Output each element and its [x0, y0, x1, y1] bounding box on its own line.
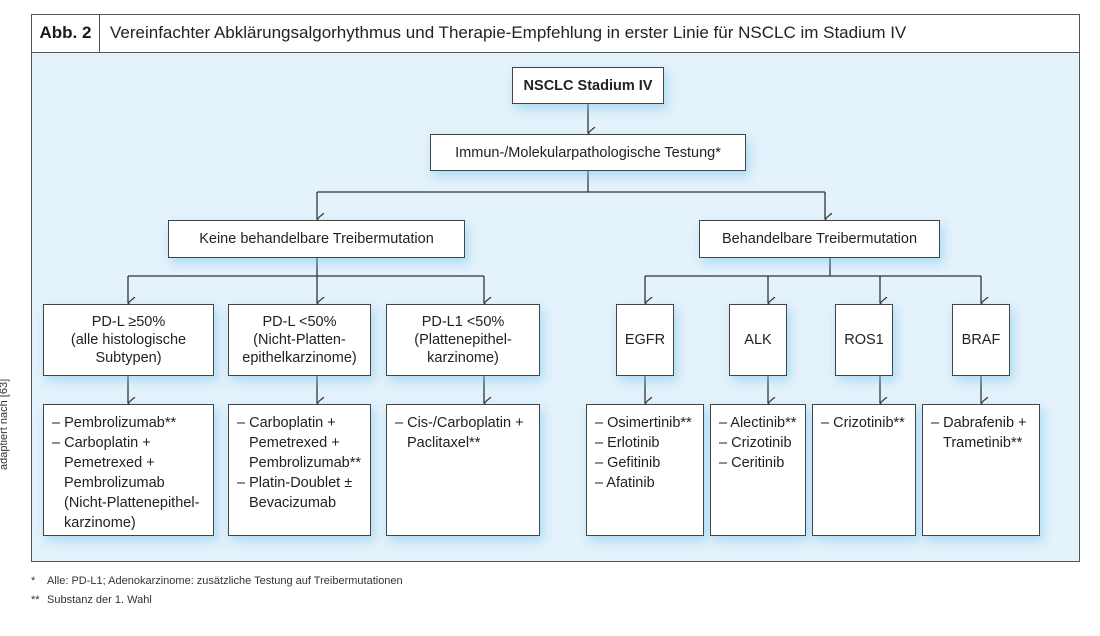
- mutation-braf-label: BRAF: [961, 332, 1001, 348]
- footnote-2-marker: **: [31, 594, 40, 606]
- therapy-item: – Erlotinib: [595, 435, 660, 451]
- mutation-egfr-label: EGFR: [624, 332, 666, 348]
- node-testing-label: Immun-/Molekularpathologische Testung*: [455, 144, 721, 161]
- source-note: adaptiert nach [63]: [0, 378, 10, 470]
- mutation-braf: BRAF: [952, 304, 1010, 376]
- pdl1-group-1-line: (alle histologische: [70, 332, 187, 348]
- node-driver: Behandelbare Treibermutation: [699, 220, 940, 258]
- pdl1-group-3-line: PD-L1 <50%: [421, 314, 505, 330]
- pdl1-group-3-line: karzinome): [427, 350, 499, 366]
- figure-label: Abb. 2: [32, 15, 100, 52]
- therapy-item: – Gefitinib: [595, 455, 661, 471]
- mutation-ros1-label: ROS1: [844, 332, 884, 348]
- node-root-label: NSCLC Stadium IV: [523, 77, 653, 94]
- therapy-item: – Alectinib**: [719, 415, 797, 431]
- mutation-alk: ALK: [729, 304, 787, 376]
- footnote-2: ** Substanz der 1. Wahl: [31, 594, 152, 606]
- pdl1-group-2-line: PD-L <50%: [262, 314, 337, 330]
- footnote-1-marker: *: [31, 575, 36, 587]
- figure-title: Vereinfachter Abklärungsalgorhythmus und…: [110, 23, 907, 42]
- footnote-1-text: Alle: PD-L1; Adenokarzinome: zusätzliche…: [47, 575, 403, 587]
- therapy-pdl1-3: – Cis-/Carboplatin + Paclitaxel**: [386, 404, 540, 536]
- figure-header: Abb. 2 Vereinfachter Abklärungsalgorhyth…: [32, 15, 1079, 53]
- therapy-ros1: – Crizotinib**: [812, 404, 916, 536]
- pdl1-group-1-line: Subtypen): [95, 350, 162, 366]
- mutation-egfr: EGFR: [616, 304, 674, 376]
- pdl1-group-1-line: PD-L ≥50%: [91, 314, 166, 330]
- therapy-alk: – Alectinib** – Crizotinib – Ceritinib: [710, 404, 806, 536]
- node-no-driver: Keine behandelbare Treibermutation: [168, 220, 465, 258]
- node-root: NSCLC Stadium IV: [512, 67, 664, 104]
- therapy-item: – Platin-Doublet ± Bevacizumab: [237, 475, 353, 511]
- therapy-item: – Ceritinib: [719, 455, 785, 471]
- therapy-egfr: – Osimertinib** – Erlotinib – Gefitinib …: [586, 404, 704, 536]
- node-testing: Immun-/Molekularpathologische Testung*: [430, 134, 746, 171]
- therapy-item: – Pembrolizumab**: [52, 415, 177, 431]
- therapy-pdl1-2: – Carboplatin + Pemetrexed + Pembrolizum…: [228, 404, 371, 536]
- node-driver-label: Behandelbare Treibermutation: [721, 231, 918, 247]
- therapy-braf: – Dabrafenib + Trametinib**: [922, 404, 1040, 536]
- pdl1-group-1: PD-L ≥50% (alle histologische Subtypen): [43, 304, 214, 376]
- mutation-alk-label: ALK: [744, 332, 772, 348]
- footnote-1: * Alle: PD-L1; Adenokarzinome: zusätzlich…: [31, 575, 403, 587]
- therapy-item: – Crizotinib: [719, 435, 792, 451]
- therapy-item: – Afatinib: [595, 475, 655, 491]
- pdl1-group-3: PD-L1 <50% (Plattenepithel- karzinome): [386, 304, 540, 376]
- therapy-item: – Osimertinib**: [595, 415, 692, 431]
- footnote-2-text: Substanz der 1. Wahl: [47, 594, 152, 606]
- therapy-item: – Cis-/Carboplatin + Paclitaxel**: [395, 415, 524, 451]
- therapy-item: – Carboplatin + Pemetrexed + Pembrolizum…: [237, 415, 362, 471]
- pdl1-group-2-line: epithelkarzinome): [242, 350, 357, 366]
- pdl1-group-2: PD-L <50% (Nicht-Platten- epithelkarzino…: [228, 304, 371, 376]
- therapy-item: – Carboplatin + Pemetrexed + Pembrolizum…: [52, 435, 200, 531]
- therapy-pdl1-1: – Pembrolizumab** – Carboplatin + Pemetr…: [43, 404, 214, 536]
- mutation-ros1: ROS1: [835, 304, 893, 376]
- therapy-item: – Crizotinib**: [821, 415, 905, 431]
- therapy-item: – Dabrafenib + Trametinib**: [931, 415, 1027, 451]
- node-no-driver-label: Keine behandelbare Treibermutation: [199, 231, 434, 247]
- pdl1-group-2-line: (Nicht-Platten-: [253, 332, 346, 348]
- pdl1-group-3-line: (Plattenepithel-: [414, 332, 512, 348]
